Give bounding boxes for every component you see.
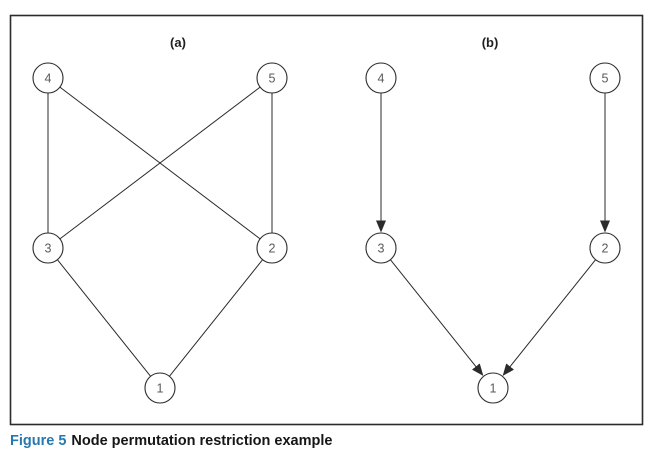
node-label-b-3: 3 bbox=[378, 241, 385, 255]
node-label-b-4: 4 bbox=[378, 71, 385, 85]
node-label-b-5: 5 bbox=[602, 71, 609, 85]
node-label-a-3: 3 bbox=[45, 241, 52, 255]
node-label-a-5: 5 bbox=[269, 71, 276, 85]
caption-figure-number: Figure 5 bbox=[10, 433, 67, 449]
node-circle-b-5 bbox=[589, 62, 621, 94]
node-label-a-1: 1 bbox=[157, 381, 164, 395]
caption-title: Node permutation restriction example bbox=[71, 433, 333, 449]
node-circle-b-1 bbox=[477, 372, 509, 404]
edge-layer bbox=[47, 86, 610, 377]
edge-line-a-2-1 bbox=[169, 259, 263, 377]
panel-label-a: (a) bbox=[170, 35, 186, 50]
node-circle-a-2 bbox=[256, 232, 288, 264]
node-label-a-2: 2 bbox=[269, 241, 276, 255]
node-circle-a-5 bbox=[256, 62, 288, 94]
node-circle-b-4 bbox=[365, 62, 397, 94]
node-circle-b-2 bbox=[589, 232, 621, 264]
node-label-b-1: 1 bbox=[490, 381, 497, 395]
node-layer: 4 5 3 2 1 4 5 3 2 1 bbox=[32, 62, 621, 404]
figure-frame bbox=[9, 14, 644, 426]
edge-line-a-3-1 bbox=[57, 259, 151, 377]
panel-label-b: (b) bbox=[482, 35, 499, 50]
edge-line-a-5-3 bbox=[59, 86, 261, 240]
edge-arrow-b-3-1 bbox=[390, 259, 484, 376]
node-label-a-4: 4 bbox=[45, 71, 52, 85]
node-label-b-2: 2 bbox=[602, 241, 609, 255]
edge-arrow-b-2-1 bbox=[502, 259, 596, 376]
node-circle-a-1 bbox=[144, 372, 176, 404]
node-circle-b-3 bbox=[365, 232, 397, 264]
node-circle-a-3 bbox=[32, 232, 64, 264]
node-circle-a-4 bbox=[32, 62, 64, 94]
